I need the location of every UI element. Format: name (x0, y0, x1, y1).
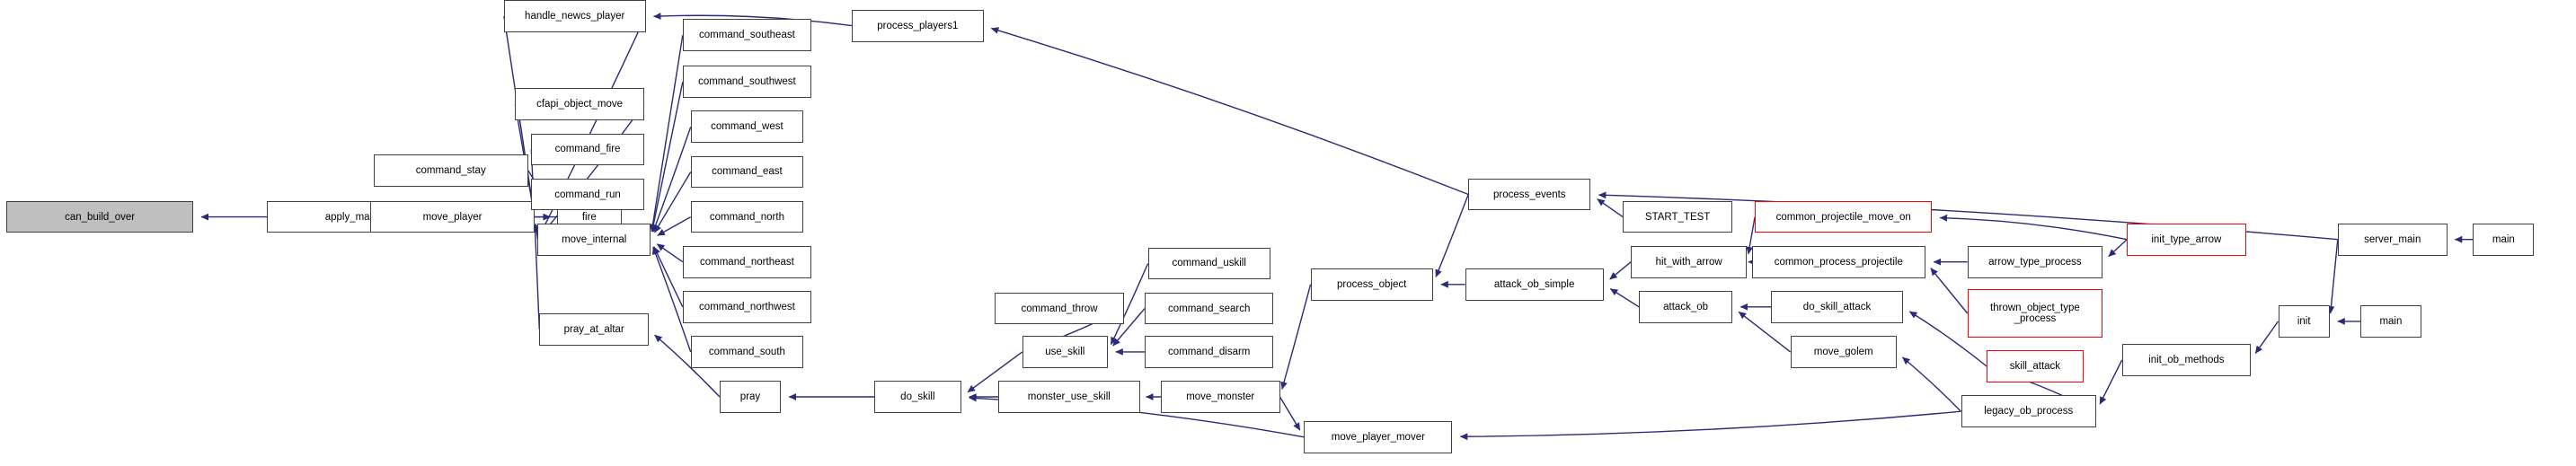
graph-node-cfapi-object-move[interactable]: cfapi_object_move (515, 88, 644, 121)
graph-edge-pray-at-altar-to-move-player (531, 224, 540, 330)
graph-node-init[interactable]: init (2278, 305, 2330, 338)
graph-edge-command-northeast-to-move-internal (656, 243, 684, 263)
graph-edge-command-east-to-move-internal (653, 171, 692, 233)
graph-edge-init-ob-methods-to-legacy-ob-process (2099, 359, 2123, 405)
graph-edge-legacy-ob-process-to-move-player-mover (1459, 410, 1961, 441)
graph-edge-pray-to-pray-at-altar (654, 334, 721, 398)
graph-edge-use-skill-to-do-skill (967, 351, 1023, 393)
graph-node-move-monster[interactable]: move_monster (1160, 381, 1280, 413)
graph-node-move-player-mover[interactable]: move_player_mover (1304, 420, 1453, 453)
graph-node-command-throw[interactable]: command_throw (995, 292, 1124, 325)
graph-node-attack-ob-simple[interactable]: attack_ob_simple (1465, 268, 1604, 301)
graph-edge-init-type-arrow-to-common-projectile-move-on (1939, 214, 2128, 241)
graph-node-main-bottom[interactable]: main (2359, 305, 2421, 338)
graph-edge-move-golem-to-attack-ob (1738, 311, 1792, 353)
graph-node-thrown-object-type-process[interactable]: thrown_object_type _process (1967, 289, 2103, 338)
graph-node-move-player[interactable]: move_player (370, 200, 535, 233)
graph-edge-server-main-to-init (2327, 239, 2339, 314)
graph-edge-move-monster-to-move-player-mover (1279, 396, 1301, 431)
graph-node-do-skill[interactable]: do_skill (873, 381, 961, 413)
graph-node-common-process-projectile[interactable]: common_process_projectile (1751, 245, 1926, 278)
graph-edge-process-players1-to-handle-newcs-player (653, 13, 852, 27)
graph-node-command-stay[interactable]: command_stay (373, 154, 528, 187)
graph-node-command-west[interactable]: command_west (690, 110, 804, 144)
graph-edge-skill-attack-to-do-skill-attack (1908, 311, 1987, 367)
graph-node-hit-with-arrow[interactable]: hit_with_arrow (1631, 245, 1748, 278)
graph-edge-attack-ob-to-attack-ob-simple (1609, 288, 1640, 308)
graph-node-command-north[interactable]: command_north (690, 200, 804, 233)
graph-node-START-TEST[interactable]: START_TEST (1623, 200, 1733, 233)
graph-edge-command-southeast-to-move-internal (649, 35, 684, 233)
graph-node-common-projectile-move-on[interactable]: common_projectile_move_on (1755, 200, 1933, 233)
graph-edge-thrown-object-type-process-to-common-process-projectile (1930, 268, 1969, 314)
graph-node-command-northwest[interactable]: command_northwest (682, 290, 812, 323)
graph-node-server-main[interactable]: server_main (2337, 223, 2448, 256)
graph-edge-init-type-arrow-to-arrow-type-process (2108, 239, 2128, 258)
graph-node-command-southeast[interactable]: command_southeast (682, 19, 812, 52)
graph-node-process-players1[interactable]: process_players1 (851, 9, 984, 42)
graph-edge-common-projectile-move-on-to-hit-with-arrow (1746, 216, 1756, 255)
graph-node-move-internal[interactable]: move_internal (537, 223, 651, 256)
graph-edge-command-west-to-move-internal (652, 127, 692, 233)
graph-node-command-south[interactable]: command_south (690, 336, 804, 368)
graph-node-command-disarm[interactable]: command_disarm (1145, 336, 1274, 368)
graph-node-pray[interactable]: pray (719, 381, 782, 413)
graph-edge-cfapi-object-move-to-move-internal (542, 103, 645, 234)
graph-node-command-east[interactable]: command_east (690, 155, 804, 189)
graph-edge-command-south-to-move-internal (652, 246, 692, 353)
graph-node-move-golem[interactable]: move_golem (1790, 336, 1897, 368)
graph-node-do-skill-attack[interactable]: do_skill_attack (1771, 290, 1903, 323)
graph-node-skill-attack[interactable]: skill_attack (1987, 350, 2084, 382)
graph-node-command-uskill[interactable]: command_uskill (1147, 247, 1270, 280)
graph-edge-command-uskill-to-use-skill (1110, 263, 1149, 346)
graph-node-handle-newcs-player[interactable]: handle_newcs_player (503, 0, 646, 32)
graph-edge-init-to-init-ob-methods (2254, 321, 2279, 354)
graph-node-attack-ob[interactable]: attack_ob (1639, 290, 1733, 323)
graph-node-pray-at-altar[interactable]: pray_at_altar (539, 312, 650, 346)
graph-node-command-southwest[interactable]: command_southwest (682, 66, 812, 99)
graph-edge-command-search-to-use-skill (1112, 308, 1146, 347)
graph-node-arrow-type-process[interactable]: arrow_type_process (1967, 245, 2103, 278)
graph-node-init-type-arrow[interactable]: init_type_arrow (2127, 223, 2246, 256)
graph-edge-hit-with-arrow-to-attack-ob-simple (1609, 261, 1632, 280)
graph-node-command-run[interactable]: command_run (531, 178, 644, 211)
graph-node-command-search[interactable]: command_search (1145, 292, 1274, 325)
graph-node-process-events[interactable]: process_events (1468, 178, 1591, 211)
graph-node-main-top[interactable]: main (2473, 223, 2535, 256)
graph-node-use-skill[interactable]: use_skill (1022, 336, 1108, 368)
graph-edge-legacy-ob-process-to-move-golem (1901, 356, 1961, 412)
graph-edge-process-object-to-move-monster (1280, 284, 1312, 390)
graph-node-can-build-over[interactable]: can_build_over (6, 200, 193, 233)
graph-node-command-fire[interactable]: command_fire (531, 133, 644, 166)
graph-edge-process-events-to-process-players1 (990, 27, 1469, 196)
graph-node-legacy-ob-process[interactable]: legacy_ob_process (1961, 395, 2097, 428)
graph-node-process-object[interactable]: process_object (1310, 268, 1433, 301)
graph-node-monster-use-skill[interactable]: monster_use_skill (997, 381, 1140, 413)
graph-edge-command-northwest-to-move-internal (653, 246, 684, 308)
graph-node-init-ob-methods[interactable]: init_ob_methods (2121, 343, 2252, 376)
graph-edge-command-north-to-move-internal (657, 215, 692, 236)
graph-node-command-northeast[interactable]: command_northeast (682, 245, 812, 278)
graph-edge-START-TEST-to-process-events (1597, 198, 1624, 218)
graph-edge-process-events-to-process-object (1435, 194, 1469, 277)
graph-edge-command-southwest-to-move-internal (650, 82, 684, 233)
